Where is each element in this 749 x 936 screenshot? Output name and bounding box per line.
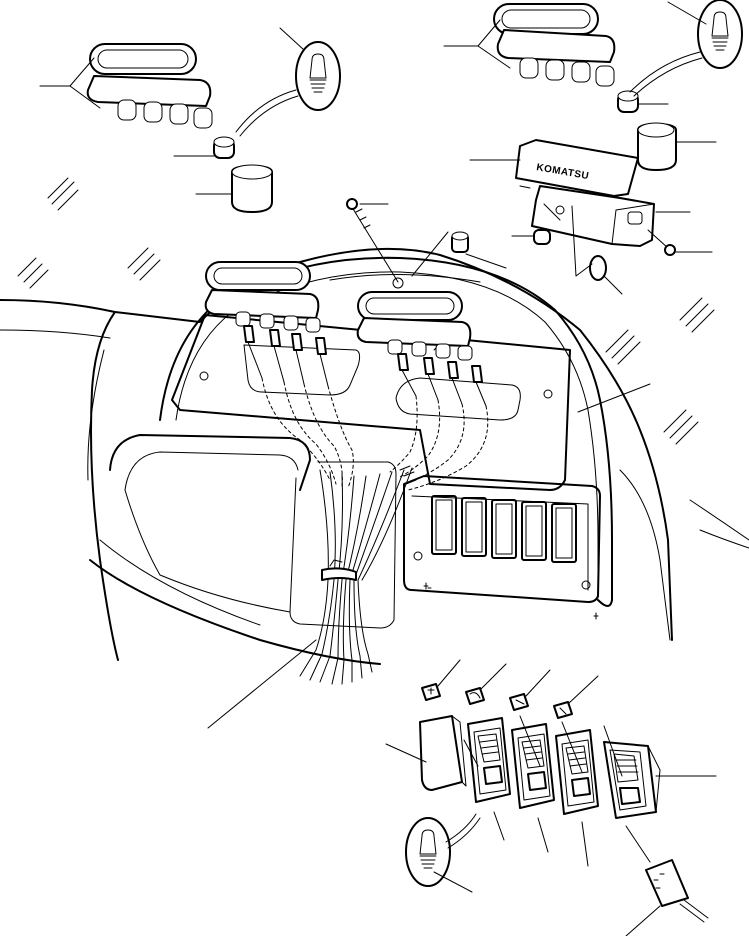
wiring-harness	[261, 377, 489, 685]
leader-lines	[207, 383, 651, 729]
left-indicator-cluster-exploded	[39, 27, 341, 213]
panel-housing	[0, 177, 749, 665]
left-indicator-cluster	[204, 261, 329, 387]
mounting-bracket	[511, 185, 713, 295]
warning-lamp-unit: KOMATSU	[469, 139, 639, 197]
switch-apertures	[431, 495, 577, 563]
top-screw-and-clip	[346, 198, 507, 283]
switch-lens-caps	[421, 659, 599, 719]
right-indicator-cluster-exploded	[443, 0, 743, 171]
bulb	[405, 813, 481, 893]
shading-hatches	[17, 177, 715, 445]
right-indicator-cluster	[356, 291, 487, 407]
rocker-switch-row	[385, 659, 717, 936]
